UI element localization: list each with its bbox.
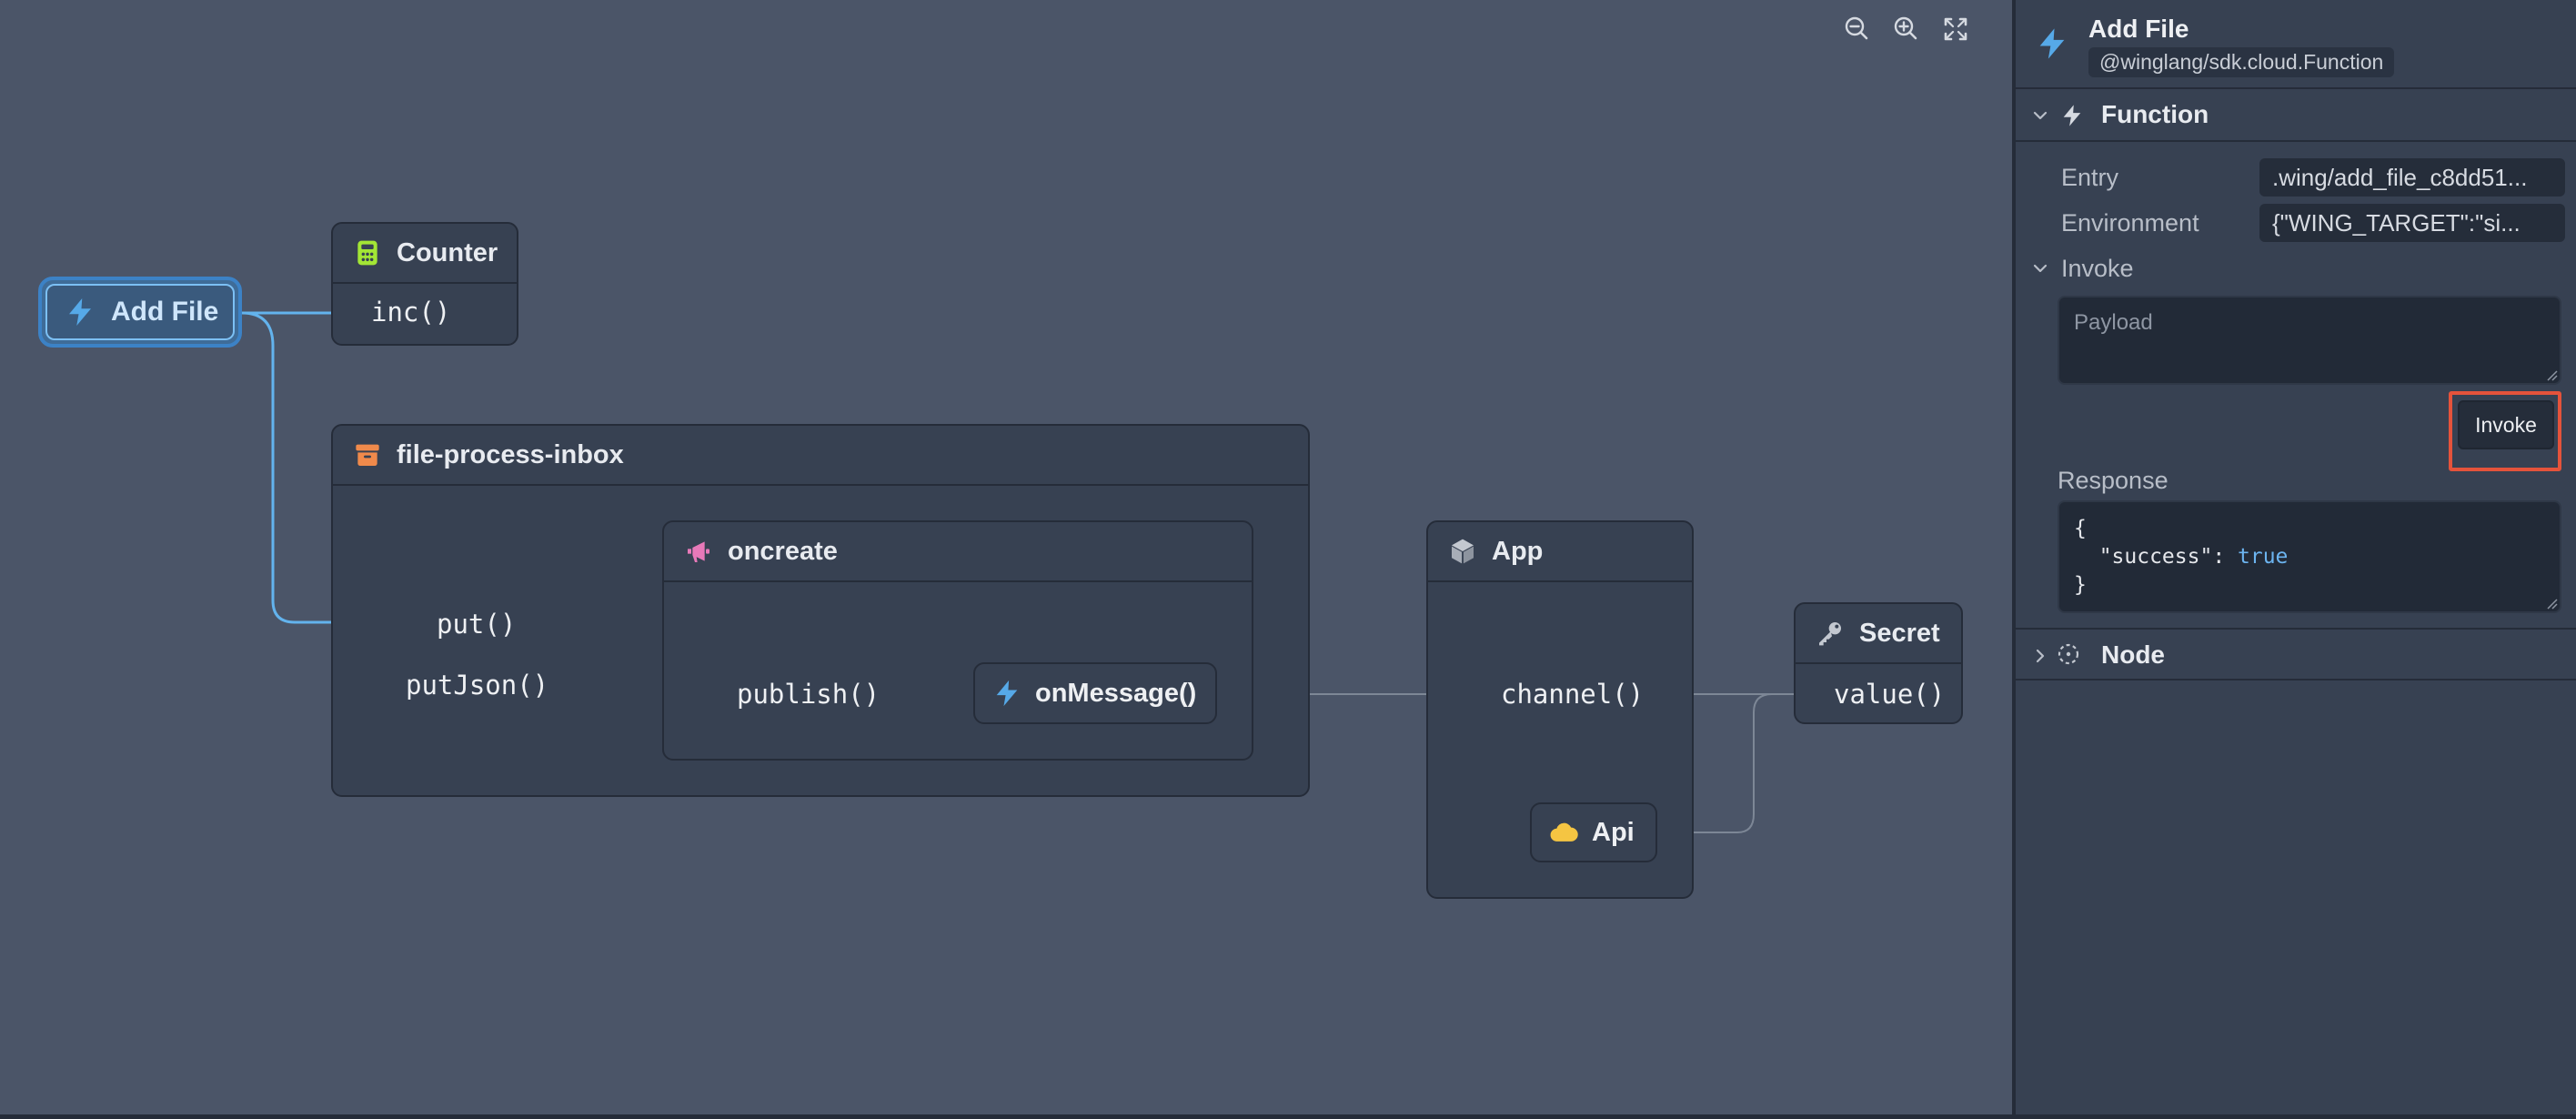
- queue-title: file-process-inbox: [397, 439, 624, 469]
- inspector-title: Add File: [2088, 15, 2189, 43]
- invoke-button[interactable]: Invoke: [2458, 400, 2554, 449]
- zoom-controls: [1812, 13, 2012, 45]
- secret-node[interactable]: Secret: [1794, 602, 1963, 724]
- zoom-in-icon[interactable]: [1890, 13, 1923, 45]
- environment-label: Environment: [2061, 209, 2199, 237]
- response-value: true: [2238, 545, 2289, 569]
- entry-label: Entry: [2061, 164, 2119, 191]
- invoke-highlight-frame: [2449, 391, 2561, 471]
- topic-publish-method[interactable]: publish(): [737, 679, 880, 710]
- lightning-icon: [64, 296, 96, 328]
- counter-inc-method[interactable]: inc(): [371, 297, 451, 328]
- cube-icon: [1448, 537, 1477, 566]
- node-section-label: Node: [2101, 640, 2165, 669]
- fit-view-icon[interactable]: [1939, 13, 1972, 45]
- bottom-border: [0, 1114, 2576, 1119]
- queue-put-method[interactable]: put(): [437, 609, 517, 640]
- entry-value[interactable]: .wing/add_file_c8dd51...: [2259, 158, 2565, 197]
- app-graph-canvas[interactable]: Add File Counter inc() file-process-inbo…: [0, 0, 2012, 1114]
- onmessage-handler[interactable]: onMessage(): [973, 662, 1217, 724]
- node-section-toggle[interactable]: Node: [2016, 628, 2576, 680]
- attribute-row-environment: Environment {"WING_TARGET":"si...: [2016, 200, 2576, 246]
- chevron-down-icon: [2032, 260, 2048, 277]
- counter-node[interactable]: Counter: [331, 222, 518, 346]
- topic-title: oncreate: [728, 536, 838, 566]
- response-line: }: [2074, 573, 2087, 597]
- inspector-subtitle: @winglang/sdk.cloud.Function: [2088, 47, 2395, 77]
- chevron-down-icon: [2032, 107, 2048, 124]
- counter-title: Counter: [397, 237, 498, 267]
- topic-node[interactable]: oncreate: [662, 520, 1253, 761]
- environment-value[interactable]: {"WING_TARGET":"si...: [2259, 204, 2565, 242]
- function-section-toggle[interactable]: Function: [2016, 89, 2576, 142]
- add-file-node[interactable]: Add File: [38, 277, 242, 348]
- resize-grip-icon[interactable]: [2545, 597, 2558, 610]
- response-output: { "success": true }: [2058, 500, 2561, 613]
- zoom-out-icon[interactable]: [1841, 13, 1874, 45]
- invoke-section-toggle[interactable]: Invoke: [2016, 246, 2576, 291]
- cloud-icon: [1548, 817, 1579, 848]
- invoke-section-label: Invoke: [2061, 255, 2134, 282]
- chevron-right-icon: [2032, 648, 2048, 664]
- calculator-icon: [353, 238, 382, 267]
- key-icon: [1816, 619, 1845, 648]
- app-title: App: [1492, 536, 1544, 566]
- queue-putjson-method[interactable]: putJson(): [406, 670, 549, 701]
- api-label: Api: [1592, 817, 1635, 847]
- onmessage-label: onMessage(): [1035, 678, 1197, 708]
- response-line: "success": true: [2074, 543, 2545, 571]
- attribute-row-entry: Entry .wing/add_file_c8dd51...: [2016, 155, 2576, 200]
- payload-input[interactable]: [2058, 296, 2561, 385]
- megaphone-icon: [684, 537, 713, 566]
- secret-title: Secret: [1859, 618, 1940, 648]
- inspector-header: Add File @winglang/sdk.cloud.Function: [2016, 0, 2576, 89]
- lightning-icon: [991, 678, 1022, 709]
- add-file-label: Add File: [111, 297, 219, 327]
- node-dashed-icon: [2056, 641, 2081, 667]
- response-label: Response: [2058, 467, 2168, 494]
- archive-icon: [353, 440, 382, 469]
- response-key: "success":: [2074, 545, 2239, 569]
- secret-value-method[interactable]: value(): [1834, 679, 1946, 710]
- api-node[interactable]: Api: [1530, 802, 1657, 862]
- response-line: {: [2074, 517, 2087, 540]
- function-section-label: Function: [2101, 100, 2209, 128]
- lightning-icon: [2059, 103, 2085, 128]
- lightning-icon: [2034, 25, 2070, 62]
- resize-grip-icon[interactable]: [2545, 368, 2558, 381]
- app-channel-method[interactable]: channel(): [1501, 679, 1645, 710]
